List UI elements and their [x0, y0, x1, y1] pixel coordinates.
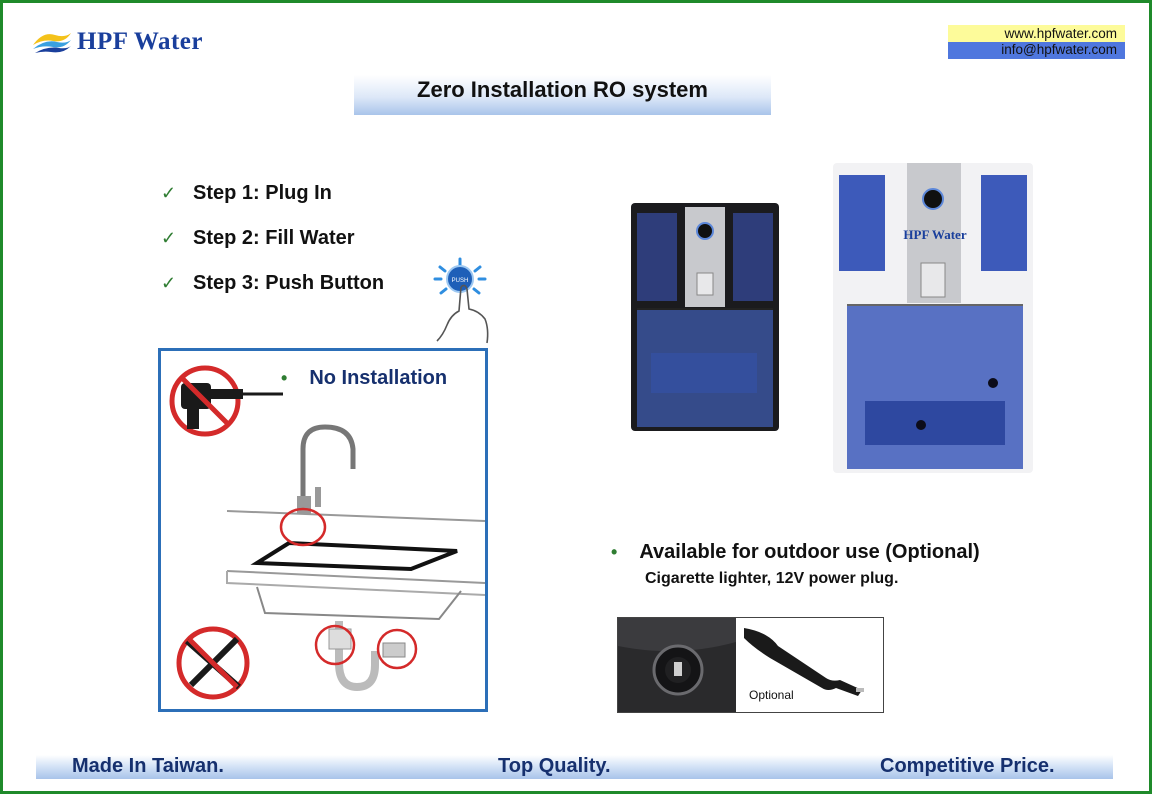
step-label: Step 2: Fill Water	[193, 227, 355, 249]
check-icon: ✓	[161, 273, 177, 293]
footer-competitive-price: Competitive Price.	[880, 755, 1055, 777]
email-link[interactable]: info@hpfwater.com	[948, 42, 1125, 59]
check-icon: ✓	[161, 183, 177, 203]
drill-prohibited-icon	[169, 365, 283, 437]
bullet-icon: •	[281, 368, 288, 388]
footer-top-quality: Top Quality.	[498, 755, 611, 777]
bullet-icon: •	[611, 542, 618, 562]
tools-prohibited-icon	[176, 626, 250, 700]
push-button-text: PUSH	[452, 278, 469, 284]
black-ro-dispenser-image	[631, 203, 779, 431]
cigarette-lighter-plug-icon	[618, 618, 864, 712]
list-item: ✓ Step 2: Fill Water	[161, 216, 384, 261]
check-icon: ✓	[161, 228, 177, 248]
brand-logo: HPF Water	[31, 25, 203, 59]
step-label: Step 3: Push Button	[193, 272, 385, 294]
brand-name: HPF Water	[77, 28, 203, 55]
push-button-finger-icon: PUSH	[433, 257, 489, 344]
no-installation-label: No Installation	[309, 367, 448, 389]
steps-list: ✓ Step 1: Plug In ✓ Step 2: Fill Water ✓ St…	[161, 171, 384, 306]
sink-illustration	[169, 365, 485, 700]
contact-box: www.hpfwater.com info@hpfwater.com	[948, 25, 1125, 59]
white-ro-dispenser-image: HPF Water	[833, 163, 1033, 473]
cigarette-lighter-image: Optional	[617, 617, 884, 713]
list-item: ✓ Step 3: Push Button	[161, 261, 384, 306]
footer-band: Made In Taiwan. Top Quality. Competitive…	[36, 755, 1113, 779]
outdoor-section: • Available for outdoor use (Optional) C…	[611, 541, 980, 588]
page-title-band: Zero Installation RO system	[354, 75, 771, 115]
outdoor-detail: Cigarette lighter, 12V power plug.	[645, 570, 899, 587]
page-title: Zero Installation RO system	[417, 77, 708, 102]
website-link[interactable]: www.hpfwater.com	[948, 25, 1125, 42]
list-item: ✓ Step 1: Plug In	[161, 171, 384, 216]
no-installation-panel: • No Installation	[158, 348, 488, 712]
product-brand-label: HPF Water	[903, 227, 966, 242]
optional-label: Optional	[749, 688, 794, 702]
step-label: Step 1: Plug In	[193, 182, 332, 204]
no-installation-bullet: • No Installation	[281, 367, 447, 390]
wave-logo-icon	[33, 33, 71, 53]
footer-made-in-taiwan: Made In Taiwan.	[72, 755, 224, 777]
outdoor-heading: Available for outdoor use (Optional)	[639, 541, 980, 563]
